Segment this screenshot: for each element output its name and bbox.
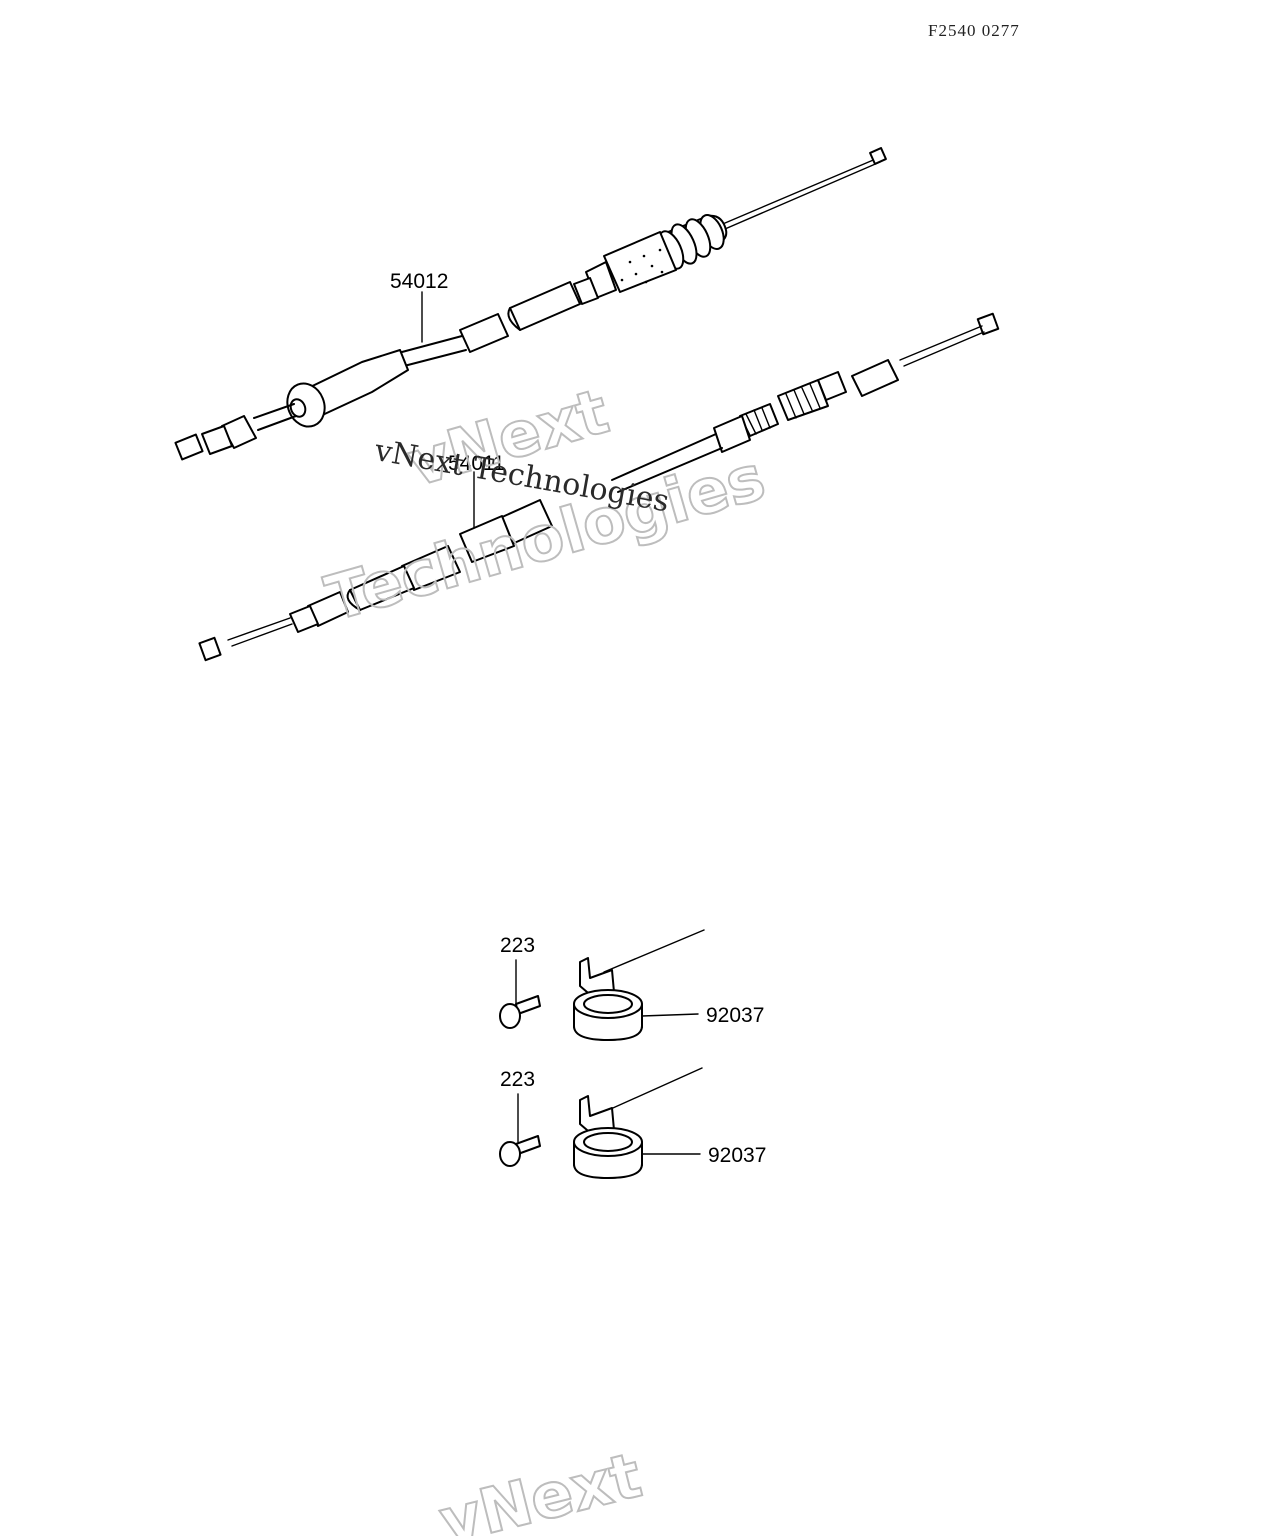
diagram-code: F2540 0277 bbox=[928, 21, 1020, 40]
part-label-223-1[interactable]: 223 bbox=[500, 934, 535, 957]
part-label-223-2[interactable]: 223 bbox=[500, 1068, 535, 1091]
part-label-92037-2[interactable]: 92037 bbox=[708, 1144, 766, 1167]
clamp-assembly-2[interactable] bbox=[499, 1067, 703, 1179]
clamp-assembly-1[interactable] bbox=[499, 929, 705, 1041]
part-label-54012[interactable]: 54012 bbox=[390, 270, 448, 293]
watermark: vNext Technologies vNext Technologies vN… bbox=[317, 373, 774, 1536]
part-label-92037-1[interactable]: 92037 bbox=[706, 1004, 764, 1027]
part-label-54011[interactable]: 54011 bbox=[448, 452, 505, 475]
leader-92037-1 bbox=[641, 1013, 699, 1017]
throttle-cable-upper[interactable] bbox=[174, 147, 887, 461]
throttle-cable-lower[interactable] bbox=[198, 312, 1000, 662]
watermark-bottom: vNext bbox=[433, 1438, 649, 1536]
